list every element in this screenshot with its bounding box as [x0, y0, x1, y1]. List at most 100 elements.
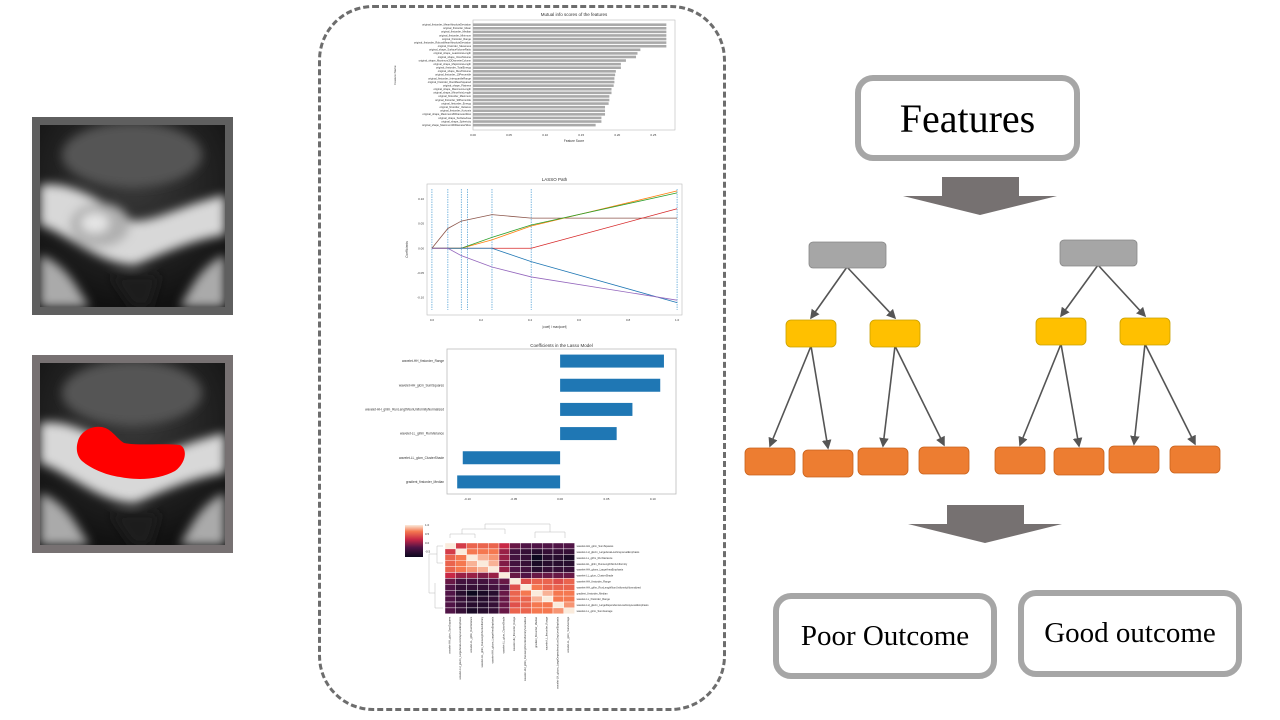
y-tick-label: wavelet-LL_glrlm_RunVariance: [400, 432, 444, 436]
features-label: Features: [899, 95, 1036, 141]
heatmap-cell: [563, 572, 575, 579]
bar: [473, 116, 602, 120]
y-tick-label: wavelet-HH_firstorder_Range: [402, 359, 444, 363]
heatmap-cell: [541, 589, 554, 597]
bar: [457, 475, 561, 489]
heatmap-cell: [477, 554, 489, 561]
column-label: wavelet-LL_glcm_SumAverage: [566, 616, 570, 652]
heatmap-cell: [477, 578, 489, 585]
heatmap-cell: [498, 578, 511, 585]
heatmap-cell: [520, 607, 532, 615]
heatmap-cell: [466, 548, 478, 555]
x-tick-label: 0.00: [470, 133, 476, 137]
random-forest-diagram: [744, 239, 1221, 478]
heatmap-cell: [477, 589, 489, 597]
y-tick-label: original_firstorder_Minimum: [439, 33, 471, 37]
heatmap-cell: [487, 584, 500, 591]
heatmap-cell: [520, 584, 532, 591]
heatmap-cell: [498, 595, 511, 603]
y-tick-label: 0.10: [418, 197, 424, 201]
x-tick-label: 0.2: [479, 318, 484, 322]
tree-edge: [1060, 343, 1083, 448]
heatmap-cell: [498, 601, 511, 609]
heatmap-cell: [509, 572, 521, 579]
down-arrow-icon: [903, 177, 1057, 215]
heatmap-cell: [552, 566, 565, 573]
heatmap-cell: [552, 578, 565, 585]
heatmap-cell: [509, 601, 521, 609]
heatmap-cell: [541, 572, 554, 579]
chart-title: LASSO Path: [542, 177, 568, 182]
heatmap-cell: [477, 601, 489, 609]
heatmap-cell: [487, 548, 500, 555]
x-tick-label: -0.10: [464, 497, 471, 501]
heatmap-cell: [531, 589, 543, 597]
x-tick-label: 0.10: [542, 133, 548, 137]
bar: [473, 80, 615, 84]
series-line-red: [431, 208, 678, 249]
tree-leaf-node: [918, 446, 970, 475]
heatmap-cell: [487, 572, 500, 579]
y-tick-label: original_shape_SurfaceArea: [438, 116, 471, 120]
heatmap-cell: [487, 566, 500, 573]
row-label: wavelet-LL_glcm_ClusterShade: [577, 574, 614, 578]
heatmap-cell: [444, 560, 457, 567]
colorbar: [405, 525, 423, 557]
heatmap-cell: [444, 542, 457, 550]
bar: [473, 73, 616, 77]
heatmap-cell: [552, 601, 565, 609]
poor-outcome-box: Poor Outcome: [773, 593, 997, 679]
heatmap-cell: [477, 595, 489, 603]
bar: [473, 109, 606, 113]
row-label: wavelet-HH_glrlm_RunLengthNonUniformityN…: [577, 585, 642, 589]
heatmap-cell: [509, 548, 521, 555]
y-tick-label: original_firstorder_TotalEnergy: [436, 66, 472, 70]
heatmap-cell: [487, 578, 500, 585]
y-axis-label: Feature Name: [393, 65, 397, 85]
mri-original-graphic: [40, 125, 225, 307]
tree-root-node: [808, 241, 887, 269]
y-tick-label: original_firstorder_MeanAbsoluteDeviatio…: [422, 23, 471, 27]
column-label: wavelet-LL_firstorder_Range: [545, 616, 549, 650]
column-label: wavelet-HH_firstorder_Range: [512, 616, 516, 651]
y-tick-label: original_firstorder_Kurtosis: [440, 109, 472, 113]
column-label: wavelet-LH_glszm_LargeDependenceLowGrayL…: [555, 616, 559, 689]
y-tick-label: original_shape_VoxelVolume: [438, 55, 472, 59]
bar: [473, 37, 667, 41]
heatmap-cell: [444, 601, 457, 609]
colorbar-tick-label: 1.0: [425, 523, 430, 527]
bar: [473, 123, 596, 127]
bar: [473, 62, 621, 66]
mri-original-image: [32, 117, 233, 315]
heatmap-cell: [541, 542, 554, 550]
heatmap-cell: [563, 542, 575, 550]
heatmap-cell: [563, 554, 575, 561]
row-label: wavelet-LH_glszm_LargeDependenceLowGrayL…: [577, 603, 650, 607]
heatmap-cell: [509, 578, 521, 585]
column-label: wavelet-HH_glrlm_RunLengthNonUniformityN…: [523, 616, 527, 681]
x-tick-label: 0.25: [650, 133, 656, 137]
heatmap-cell: [466, 578, 478, 585]
heatmap-cell: [444, 607, 457, 615]
heatmap-cell: [487, 595, 500, 603]
y-axis-label: Coefficients: [405, 241, 409, 258]
tree-leaf-node: [802, 449, 854, 478]
heatmap-cell: [466, 566, 478, 573]
y-tick-label: -0.10: [417, 296, 424, 300]
heatmap-cell: [531, 595, 543, 603]
lasso-coefficients-chart: Coefficients in the Lasso Modelwavelet-H…: [365, 343, 677, 501]
heatmap-cell: [487, 542, 500, 550]
tree-internal-node: [869, 319, 921, 348]
y-tick-label: original_firstorder_Skewness: [438, 44, 472, 48]
x-tick-label: 0.4: [528, 318, 533, 322]
bar: [560, 427, 617, 441]
features-box: Features: [855, 75, 1080, 161]
heatmap-cell: [466, 584, 478, 591]
heatmap-cell: [477, 560, 489, 567]
y-tick-label: original_firstorder_90Percentile: [435, 98, 471, 102]
heatmap-cell: [531, 578, 543, 585]
y-tick-label: wavelet-HH_glcm_SumSquares: [399, 383, 445, 387]
bar: [473, 105, 606, 109]
feature-selection-panel: [318, 5, 726, 711]
bar: [473, 102, 609, 105]
